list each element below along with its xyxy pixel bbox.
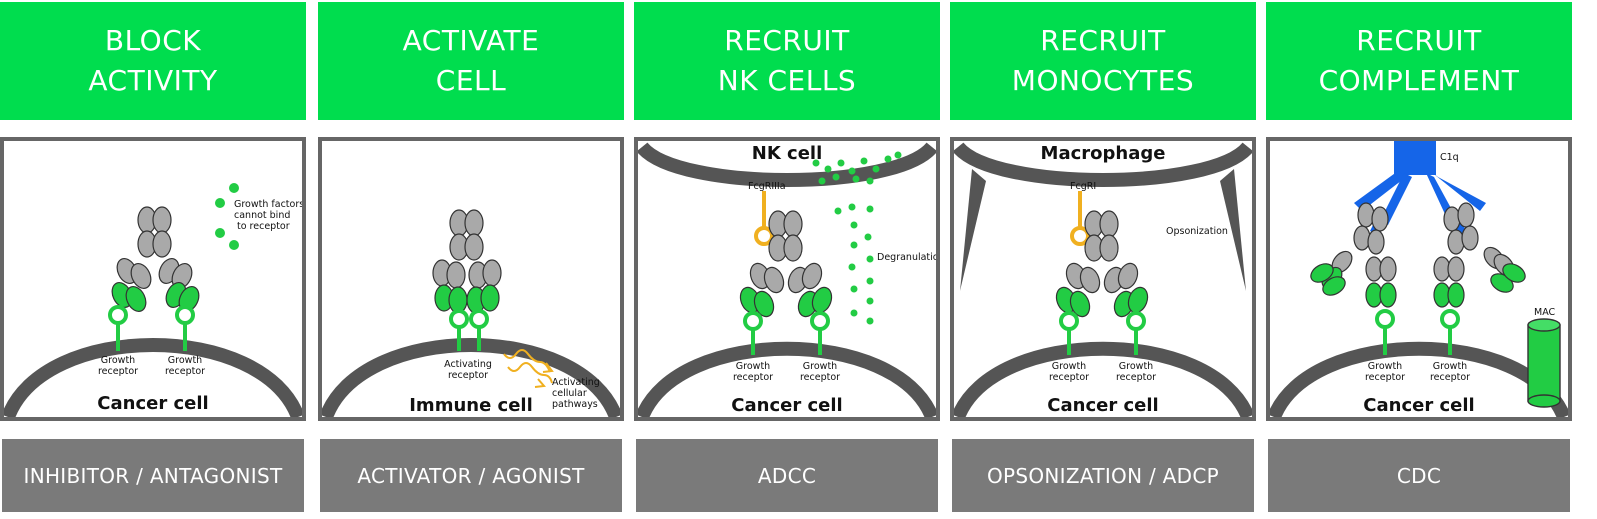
panel-block-activity: Growth factors cannot bind to receptor G… [0, 137, 306, 421]
column-block-activity: BLOCK ACTIVITY [0, 0, 306, 519]
receptor-label-b1: Growth [803, 361, 837, 372]
c1q-complex [1354, 141, 1486, 235]
header-line-1: RECRUIT [1040, 24, 1166, 57]
antibody [739, 210, 833, 318]
header-line-2: MONOCYTES [1011, 64, 1195, 97]
header-line-2: COMPLEMENT [1318, 64, 1520, 97]
growth-receptor-right [175, 305, 195, 351]
fc-receptor [754, 191, 774, 246]
immune-cell-membrane [322, 338, 620, 417]
cancer-cell-membrane [954, 341, 1252, 417]
note-line-3: to receptor [237, 221, 290, 232]
receptor-label-1: Activating [444, 359, 492, 370]
signal-arrows [503, 349, 554, 388]
receptor-label-b2: receptor [165, 366, 205, 377]
diagram-activate-cell: Activating receptor Activating cellular … [322, 209, 620, 417]
antibody [432, 209, 502, 314]
panel-recruit-nk-cells: NK cell FcgRIIIa Degranulation Growth re… [634, 137, 940, 421]
header-recruit-monocytes: RECRUIT MONOCYTES [950, 2, 1256, 120]
receptor-label-a2: receptor [1049, 372, 1089, 383]
receptor-label-b2: receptor [1430, 372, 1470, 383]
header-block-activity: BLOCK ACTIVITY [0, 2, 306, 120]
pseudopod-left [960, 169, 986, 291]
receptor-label-a1: Growth [1052, 361, 1086, 372]
diagram-recruit-complement: C1q MAC Growth receptor Growth receptor … [1270, 141, 1568, 417]
header-line-1: RECRUIT [724, 24, 850, 57]
pathway-label-1: Activating [552, 377, 600, 388]
diagram-recruit-nk-cells: NK cell FcgRIIIa Degranulation Growth re… [638, 141, 936, 417]
antibody-left [1310, 202, 1397, 308]
header-recruit-nk-cells: RECRUIT NK CELLS [634, 2, 940, 120]
footer-recruit-complement: CDC [1268, 439, 1570, 512]
cancer-cell-membrane [638, 341, 936, 417]
mac-pore [1527, 318, 1561, 408]
header-activate-cell: ACTIVATE CELL [318, 2, 624, 120]
cell-label: Immune cell [409, 395, 533, 416]
antibody [1055, 210, 1149, 318]
header-line-2: ACTIVITY [88, 64, 218, 97]
top-cell-label: NK cell [752, 143, 823, 164]
cell-label: Cancer cell [1047, 395, 1158, 416]
footer-recruit-nk-cells: ADCC [636, 439, 938, 512]
panel-recruit-monocytes: Macrophage FcgRI Opsonization Growth rec… [950, 137, 1256, 421]
growth-receptor-left [108, 305, 128, 351]
growth-receptors [1059, 311, 1146, 355]
growth-receptors [743, 311, 830, 355]
cell-label: Cancer cell [731, 395, 842, 416]
receptor-label-a2: receptor [1365, 372, 1405, 383]
pathway-label-2: cellular [552, 388, 587, 399]
header-line-2: CELL [435, 64, 507, 97]
antibody-right [1433, 202, 1526, 308]
fc-receptor [1070, 191, 1090, 246]
footer-recruit-monocytes: OPSONIZATION / ADCP [952, 439, 1254, 512]
antibody [111, 206, 200, 312]
receptor-label-b1: Growth [168, 355, 202, 366]
column-recruit-complement: RECRUIT COMPLEMENT [1266, 0, 1572, 519]
receptor-label-a2: receptor [98, 366, 138, 377]
panel-activate-cell: Activating receptor Activating cellular … [318, 137, 624, 421]
receptor-label-b2: receptor [1116, 372, 1156, 383]
effect-label: Degranulation [877, 252, 936, 263]
activating-receptor [449, 309, 489, 351]
c1q-label: C1q [1440, 152, 1459, 163]
pseudopod-right [1220, 169, 1246, 291]
pathway-label-3: pathways [552, 399, 598, 410]
receptor-label-2: receptor [448, 370, 488, 381]
cell-label: Cancer cell [97, 393, 208, 414]
column-recruit-nk-cells: RECRUIT NK CELLS [634, 0, 940, 519]
footer-activate-cell: ACTIVATOR / AGONIST [320, 439, 622, 512]
header-line-1: BLOCK [104, 24, 202, 57]
granules [812, 151, 902, 325]
header-line-2: NK CELLS [717, 64, 857, 97]
receptor-label-a1: Growth [101, 355, 135, 366]
note-line-2: cannot bind [234, 210, 290, 221]
footer-block-activity: INHIBITOR / ANTAGONIST [2, 439, 304, 512]
growth-receptors [1375, 309, 1460, 355]
note-line-1: Growth factors [234, 199, 302, 210]
growth-factors [215, 183, 239, 250]
top-cell-label: Macrophage [1041, 143, 1166, 164]
macrophage-membrane [954, 141, 1252, 187]
column-activate-cell: ACTIVATE CELL [318, 0, 624, 519]
diagram-recruit-monocytes: Macrophage FcgRI Opsonization Growth rec… [954, 141, 1252, 417]
diagram-block-activity: Growth factors cannot bind to receptor G… [4, 183, 302, 417]
header-recruit-complement: RECRUIT COMPLEMENT [1266, 2, 1572, 120]
mac-label: MAC [1534, 307, 1556, 318]
fc-receptor-label: FcgRIIIa [748, 181, 786, 192]
cell-label: Cancer cell [1363, 395, 1474, 416]
receptor-label-b1: Growth [1119, 361, 1153, 372]
panel-recruit-complement: C1q MAC Growth receptor Growth receptor … [1266, 137, 1572, 421]
receptor-label-a1: Growth [1368, 361, 1402, 372]
receptor-label-b1: Growth [1433, 361, 1467, 372]
nk-cell-membrane [638, 141, 936, 187]
fc-receptor-label: FcgRI [1070, 181, 1096, 192]
receptor-label-b2: receptor [800, 372, 840, 383]
cancer-cell-membrane [4, 338, 302, 417]
header-line-1: ACTIVATE [402, 24, 540, 57]
column-recruit-monocytes: RECRUIT MONOCYTES [950, 0, 1256, 519]
effect-label: Opsonization [1166, 226, 1228, 237]
receptor-label-a2: receptor [733, 372, 773, 383]
header-line-1: RECRUIT [1356, 24, 1482, 57]
receptor-label-a1: Growth [736, 361, 770, 372]
